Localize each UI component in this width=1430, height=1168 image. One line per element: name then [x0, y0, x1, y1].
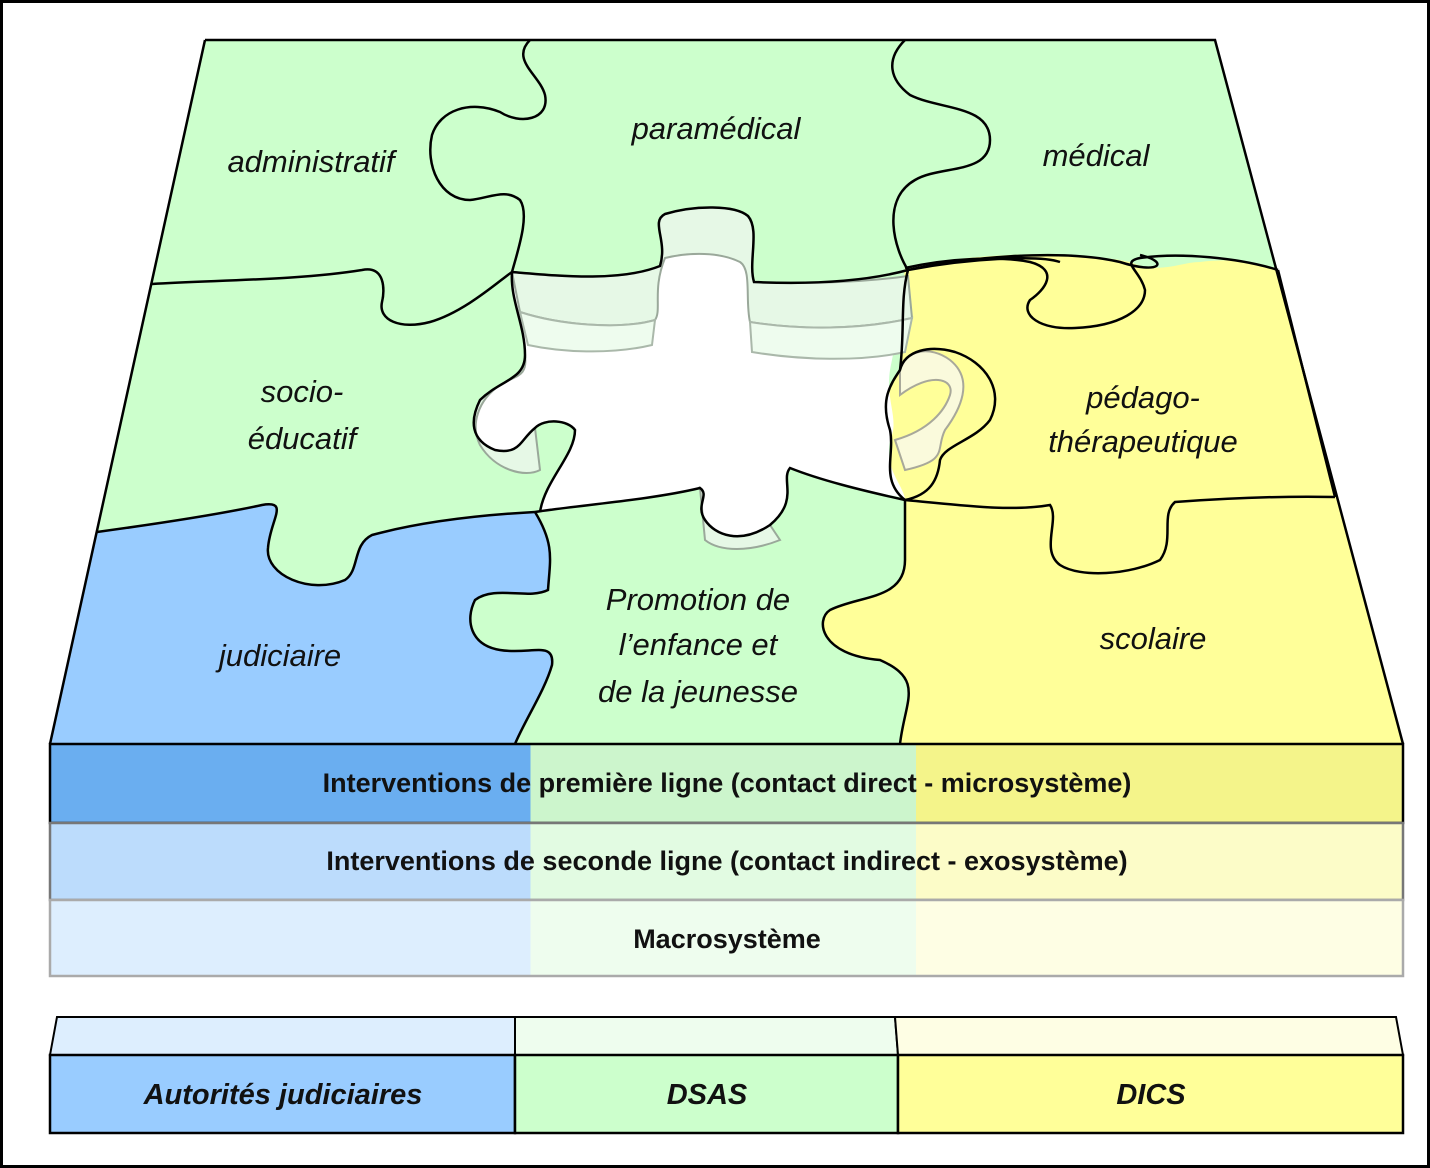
piece-label-pedago-line-1: pédago-: [1085, 380, 1200, 415]
band-second-line-label: Interventions de seconde ligne (contact …: [326, 846, 1127, 876]
piece-yellow-region: [822, 254, 1403, 744]
piece-label-scolaire: scolaire: [1100, 621, 1207, 656]
piece-judiciaire-shape: [50, 504, 553, 744]
hole-ghost-right: [893, 350, 965, 472]
legend-label-dics: DICS: [1116, 1079, 1186, 1111]
legend-bevel-dics: [893, 1016, 1405, 1056]
piece-label-promotion-line-2: l’enfance et: [619, 627, 779, 662]
legend-cell-dsas: [513, 1053, 900, 1135]
piece-label-judiciaire: judiciaire: [215, 638, 341, 673]
hole-ghost-top-2: [518, 310, 914, 360]
piece-label-paramedical: paramédical: [631, 111, 802, 146]
piece-label-promotion-line-3: de la jeunesse: [598, 674, 798, 709]
legend-label-dsas: DSAS: [667, 1079, 748, 1111]
piece-label-promotion-line-1: Promotion de: [606, 582, 790, 617]
band-macro-label: Macrosystème: [633, 924, 821, 954]
piece-outlines: [48, 38, 1405, 745]
piece-label-administratif: administratif: [227, 144, 397, 179]
legend-cell-dics: [896, 1053, 1405, 1135]
piece-label-socio-line-2: éducatif: [248, 421, 360, 456]
puzzle-surface: administratif paramédical médical socio-…: [48, 38, 1405, 745]
piece-label-pedago-line-2: thérapeutique: [1048, 424, 1238, 459]
piece-label-medical: médical: [1043, 138, 1151, 173]
legend-bevel-judicial: [48, 1016, 516, 1056]
band-first-line: [48, 742, 1405, 825]
band-macro: [48, 898, 1405, 978]
legend-bevel-dsas: [514, 1016, 900, 1056]
legend-cell-judicial: [48, 1053, 517, 1135]
legend: Autorités judiciaires DSAS DICS: [48, 1016, 1405, 1135]
piece-label-socio-line-1: socio-: [261, 374, 344, 409]
band-first-line-label: Interventions de première ligne (contact…: [323, 768, 1132, 798]
system-bands: Interventions de première ligne (contact…: [48, 742, 1405, 978]
legend-label-judicial: Autorités judiciaires: [143, 1079, 423, 1111]
